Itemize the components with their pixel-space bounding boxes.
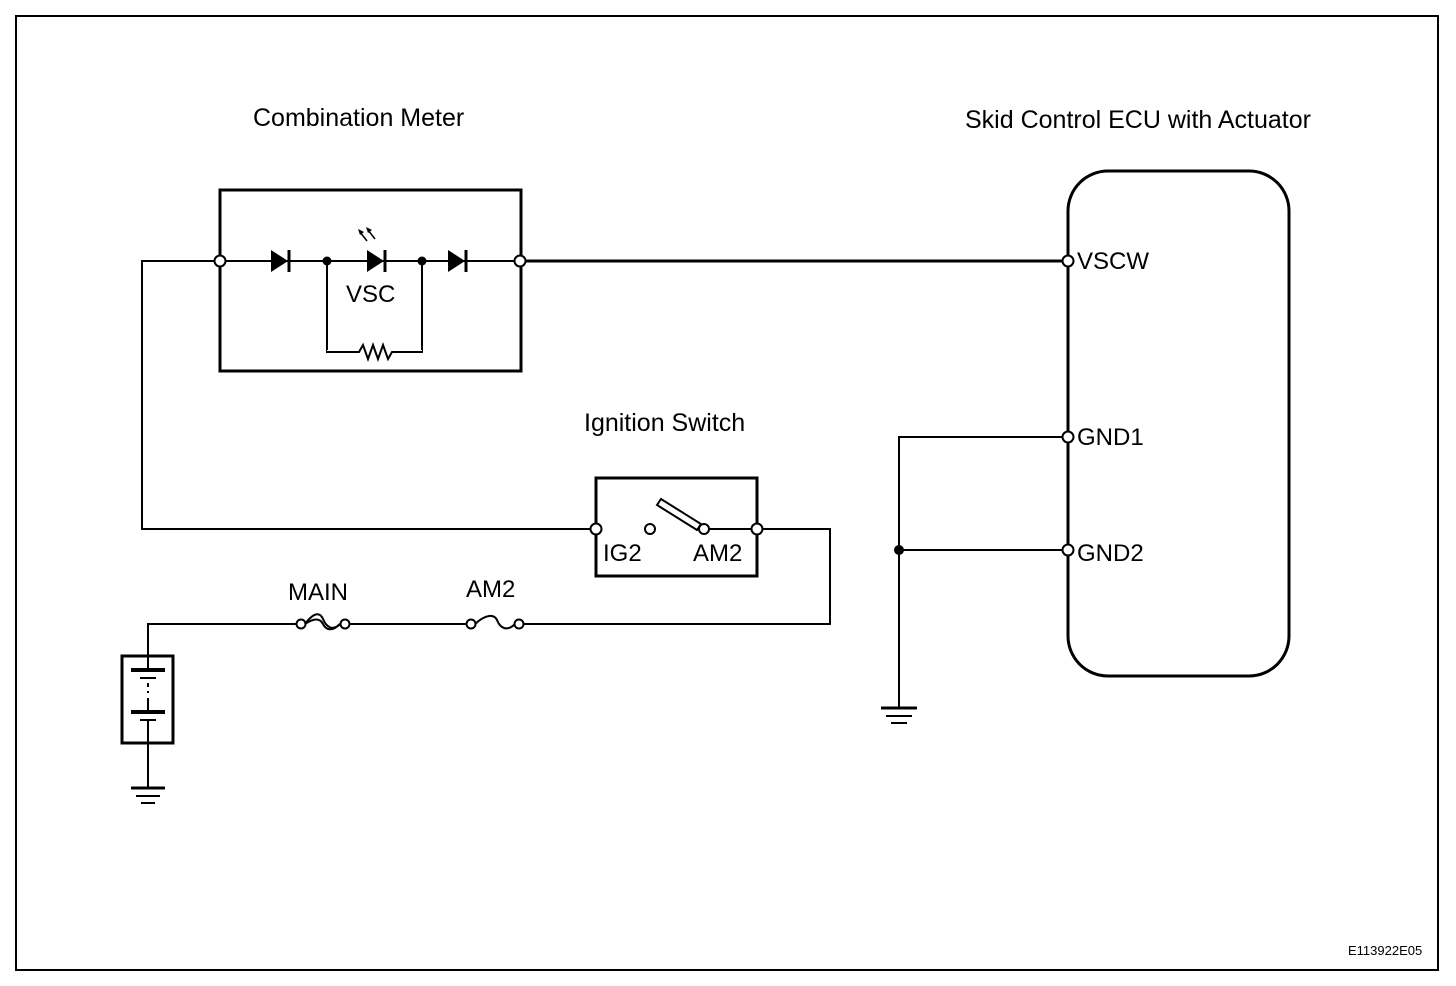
- ig2-feed-wire: [141, 260, 590, 530]
- ignition-switch: IG2 AM2: [589, 476, 764, 578]
- gnd2-terminal: [1061, 543, 1075, 557]
- ig2-terminal: [589, 522, 603, 536]
- battery-ground-icon: [131, 786, 165, 804]
- am2-feed-wire: [521, 528, 831, 625]
- vsc-indicator-led-icon: [358, 227, 387, 272]
- skid-control-ecu-title: Skid Control ECU with Actuator: [965, 106, 1311, 134]
- switch-lever-icon: [655, 497, 703, 532]
- gnd1-terminal-label: GND1: [1077, 424, 1144, 451]
- battery-icon: [120, 654, 175, 745]
- vscw-terminal: [1061, 254, 1075, 268]
- ig2-label: IG2: [603, 540, 642, 567]
- resistor-icon: [327, 342, 422, 362]
- am2-fuse-icon: [465, 614, 525, 630]
- am2-switch-label: AM2: [693, 540, 742, 567]
- diode-left-icon: [271, 250, 291, 272]
- junction-dot: [322, 256, 332, 266]
- junction-dot: [417, 256, 427, 266]
- vsc-indicator-label: VSC: [346, 281, 395, 308]
- gnd2-terminal-label: GND2: [1077, 540, 1144, 567]
- combination-meter-box: [218, 188, 523, 373]
- meter-terminal-right: [513, 254, 527, 268]
- main-fuse-icon: [295, 613, 466, 631]
- ecu-ground-icon: [881, 706, 917, 724]
- diode-right-icon: [448, 250, 468, 272]
- combination-meter-title: Combination Meter: [253, 104, 464, 132]
- junction-dot: [894, 545, 904, 555]
- skid-control-ecu-box: [1066, 169, 1291, 678]
- gnd1-terminal: [1061, 430, 1075, 444]
- combination-meter: VSC: [213, 188, 527, 373]
- ignition-switch-title: Ignition Switch: [584, 409, 745, 437]
- figure-id: E113922E05: [1348, 943, 1422, 958]
- battery-feed-wire: [147, 623, 296, 656]
- skid-control-ecu: VSCW GND1 GND2: [1061, 169, 1291, 678]
- gnd1-wire: [898, 436, 1062, 708]
- meter-terminal-left: [213, 254, 227, 268]
- diagram-frame: [15, 15, 1439, 971]
- main-fuse-label: MAIN: [288, 579, 348, 606]
- vscw-terminal-label: VSCW: [1077, 248, 1149, 275]
- ig2-contact: [644, 523, 656, 535]
- am2-terminal: [750, 522, 764, 536]
- am2-fuse-label: AM2: [466, 576, 515, 603]
